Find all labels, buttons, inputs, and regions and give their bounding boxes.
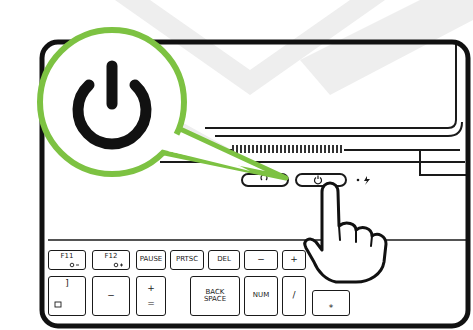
keyboard-key: PRTSC (170, 250, 204, 270)
callout-bubble (40, 30, 286, 178)
keyboard-key: * (312, 290, 350, 316)
key-label: NUM (253, 292, 269, 299)
key-label: / (292, 291, 295, 300)
keyboard-key: F12 (92, 250, 130, 270)
power-symbol (78, 66, 146, 144)
key-label: BACK SPACE (200, 289, 230, 304)
keyboard-key: DEL (208, 250, 240, 270)
key-label: F11 (61, 253, 74, 260)
key-label: − (257, 255, 265, 264)
keyboard-key: ] (48, 276, 86, 316)
hinge-vent (232, 145, 344, 153)
key-label: DEL (217, 256, 231, 263)
keyboard-key: BACK SPACE (190, 276, 240, 316)
keyboard-key: + (282, 250, 306, 270)
key-label: F12 (105, 253, 118, 260)
key-label: ] (65, 279, 69, 288)
keyboard-key: += (136, 276, 166, 316)
key-label: = (147, 299, 155, 308)
pointing-hand (305, 183, 386, 282)
keyboard-key: PAUSE (136, 250, 166, 270)
key-label: * (329, 304, 334, 313)
key-label: + (290, 255, 298, 264)
key-label: + (147, 284, 155, 293)
key-label: − (107, 291, 115, 300)
keyboard-key: − (92, 276, 130, 316)
key-label: PRTSC (176, 256, 198, 263)
keyboard-edge (48, 239, 466, 241)
key-label: PAUSE (140, 256, 163, 263)
keyboard-key: F11 (48, 250, 86, 270)
power-buttons (242, 174, 370, 186)
keyboard-key: / (282, 276, 306, 316)
keyboard-key: − (244, 250, 278, 270)
keyboard-key: NUM (244, 276, 278, 316)
